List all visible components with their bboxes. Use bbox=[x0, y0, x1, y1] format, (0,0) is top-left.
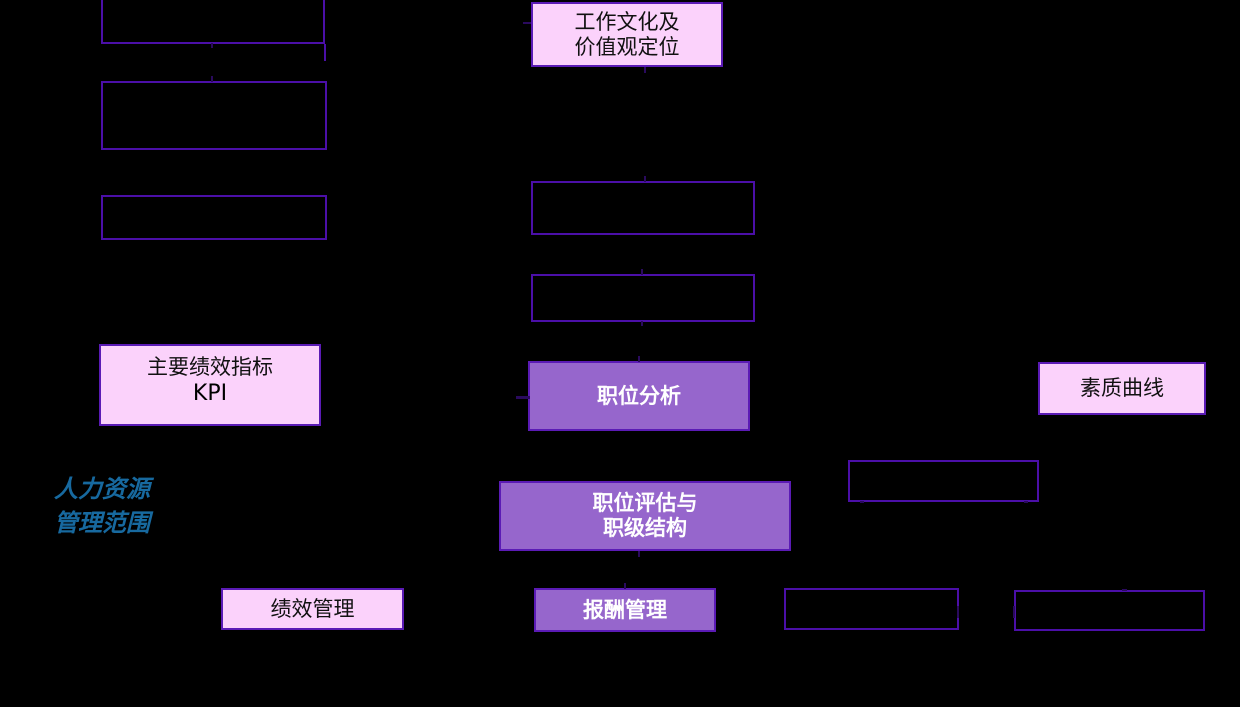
connector-tick-mid-2-bottom bbox=[641, 321, 643, 326]
connector-tick-right-1-bottom-left bbox=[860, 501, 864, 503]
node-job-analysis[interactable]: 职位分析 bbox=[528, 361, 750, 431]
node-mid-box-2[interactable] bbox=[531, 274, 755, 322]
node-job-eval[interactable]: 职位评估与 职级结构 bbox=[499, 481, 791, 551]
node-right-box-2[interactable] bbox=[784, 588, 959, 630]
connector-tick-job-eval-bottom bbox=[638, 551, 640, 557]
connector-tick-right-2-right bbox=[957, 606, 959, 618]
node-work-culture[interactable]: 工作文化及 价值观定位 bbox=[531, 2, 723, 67]
node-compensation-mgmt-label: 报酬管理 bbox=[583, 597, 667, 622]
node-left-box-3[interactable] bbox=[101, 195, 327, 240]
node-right-box-1[interactable] bbox=[848, 460, 1039, 502]
node-left-box-2[interactable] bbox=[101, 81, 327, 150]
node-kpi[interactable]: 主要绩效指标 KPI bbox=[99, 344, 321, 426]
node-competency-curve-label: 素质曲线 bbox=[1080, 376, 1164, 401]
connector-tick-job-analysis-left bbox=[516, 396, 530, 399]
scope-label: 人力资源 管理范围 bbox=[54, 474, 150, 538]
connector-tick-job-analysis-top bbox=[638, 356, 640, 362]
node-left-box-1[interactable] bbox=[101, 0, 325, 44]
connector-tick-work-culture-left bbox=[523, 22, 531, 24]
node-competency-curve[interactable]: 素质曲线 bbox=[1038, 362, 1206, 415]
node-right-box-3[interactable] bbox=[1014, 590, 1205, 631]
node-performance-mgmt-label: 绩效管理 bbox=[270, 596, 355, 621]
connector-tick-left-2-top bbox=[211, 76, 213, 82]
connector-tick-compensation-top bbox=[624, 583, 626, 589]
node-job-eval-label: 职位评估与 职级结构 bbox=[592, 491, 698, 540]
node-work-culture-label: 工作文化及 价值观定位 bbox=[574, 9, 680, 59]
node-job-analysis-label: 职位分析 bbox=[597, 383, 681, 408]
connector-tick-right-1-bottom-right bbox=[1024, 501, 1028, 503]
connector-tick-left-1-bottom bbox=[211, 43, 213, 48]
connector-tick-right-3-left bbox=[1013, 606, 1015, 618]
node-performance-mgmt[interactable]: 绩效管理 bbox=[221, 588, 404, 630]
connector-tick-work-culture-bottom bbox=[644, 67, 646, 73]
node-mid-box-1[interactable] bbox=[531, 181, 755, 235]
connector-tick-mid-1-top bbox=[644, 176, 646, 182]
node-kpi-label: 主要绩效指标 bbox=[147, 355, 273, 379]
connector-tick-mid-2-top bbox=[641, 269, 643, 275]
connector-tick-left-1-right bbox=[324, 44, 326, 61]
node-compensation-mgmt[interactable]: 报酬管理 bbox=[534, 588, 716, 632]
node-kpi-sublabel: KPI bbox=[192, 380, 228, 406]
connector-tick-right-3-top bbox=[1122, 589, 1127, 591]
